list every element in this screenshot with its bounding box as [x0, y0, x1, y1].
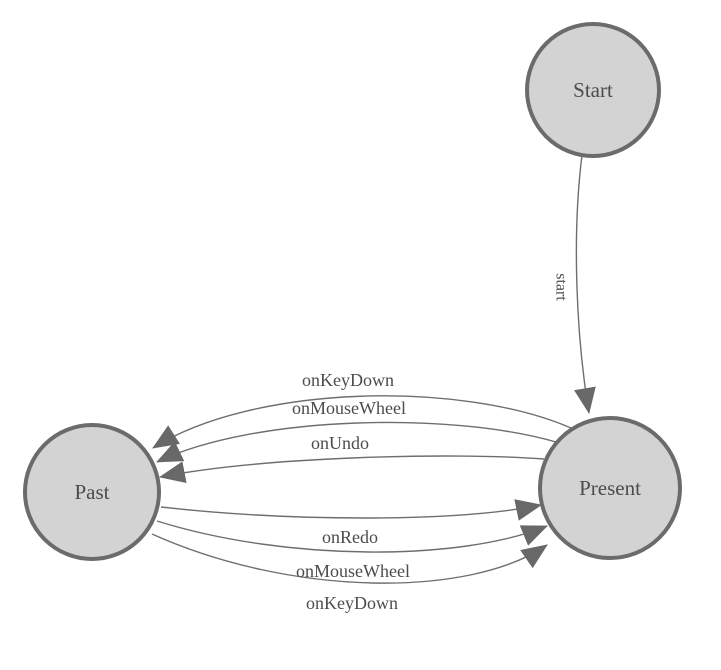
- edge-start-to-present: [574, 154, 596, 414]
- edge-past-to-present-redo: [160, 499, 542, 521]
- edge-present-to-past-keydown: [152, 395, 572, 449]
- state-node-past-circle[interactable]: [23, 423, 161, 561]
- edge-past-to-present-mousewheel: [156, 520, 548, 553]
- edge-label-onmousewheel-bottom: onMouseWheel: [296, 561, 410, 581]
- state-node-start-circle[interactable]: [525, 22, 661, 158]
- edge-label-onundo: onUndo: [311, 433, 369, 453]
- edge-label-onmousewheel-top: onMouseWheel: [292, 398, 406, 418]
- edge-label-onkeydown-bottom: onKeyDown: [306, 593, 398, 613]
- edge-label-onredo: onRedo: [322, 527, 378, 547]
- edge-present-to-past-mousewheel: [156, 421, 557, 463]
- state-node-present[interactable]: Present: [538, 416, 682, 560]
- state-node-past[interactable]: Past: [23, 423, 161, 561]
- edge-past-to-present-keydown: [151, 533, 548, 584]
- state-node-start-label: Start: [573, 78, 613, 102]
- state-node-past-label: Past: [74, 480, 109, 504]
- edge-label-onkeydown-top: onKeyDown: [302, 370, 394, 390]
- state-node-present-label: Present: [579, 476, 641, 500]
- state-node-start[interactable]: Start: [525, 22, 661, 158]
- state-node-present-circle[interactable]: [538, 416, 682, 560]
- edge-present-to-past-undo: [159, 455, 545, 483]
- edge-label-start: start: [553, 273, 570, 301]
